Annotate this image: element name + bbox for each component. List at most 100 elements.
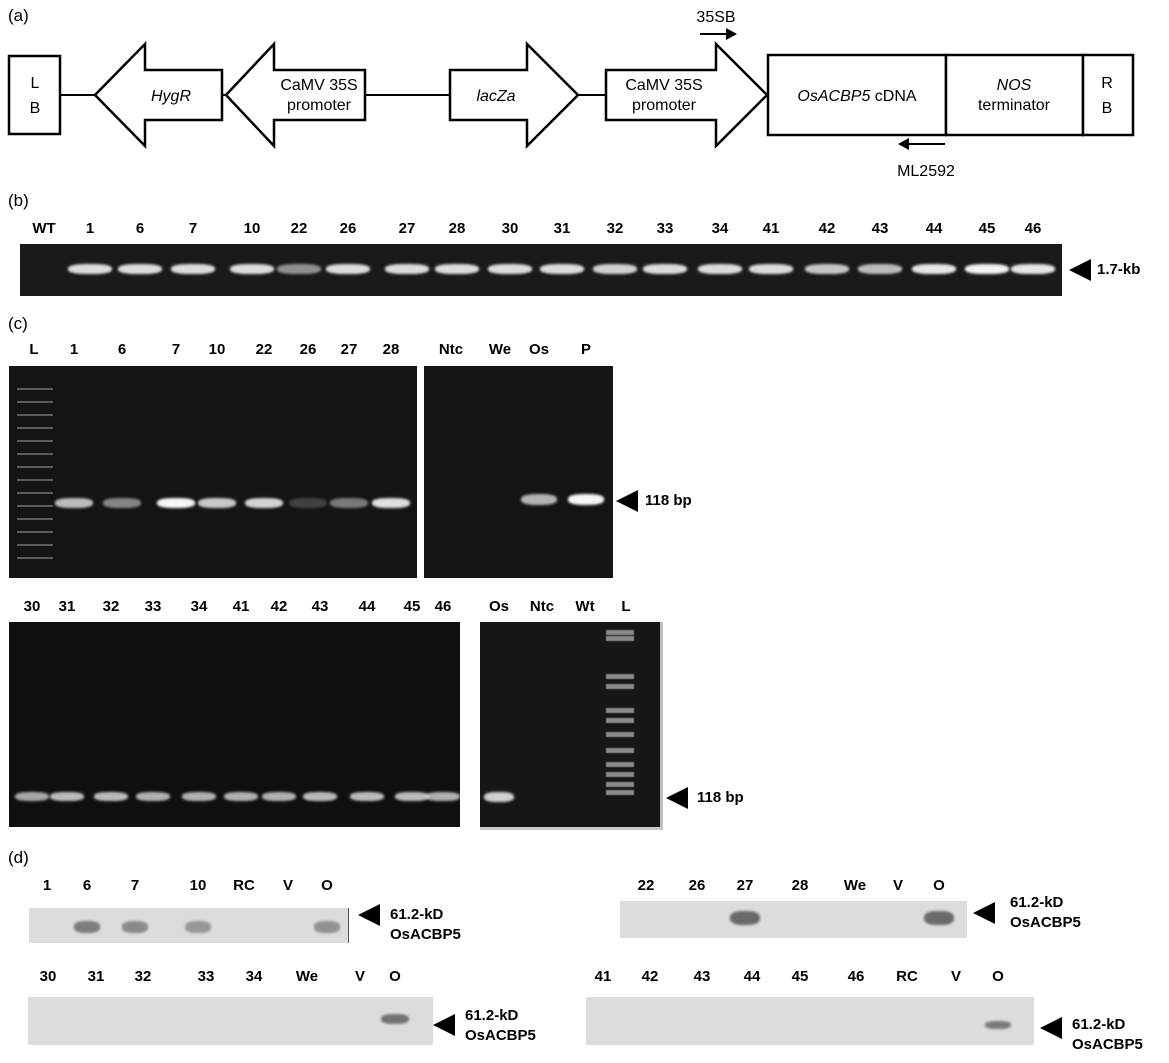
camv-left-text-1: CaMV 35S: [280, 77, 357, 94]
band-d1-6: [314, 921, 340, 933]
lane-label-d3-0: 30: [39, 968, 57, 985]
gel-panel-c1: [9, 366, 417, 578]
hygr-arrow: [93, 40, 224, 150]
band-b-6: [326, 264, 370, 274]
lane-label-c2-0: Ntc: [438, 341, 464, 358]
ladder-band-c1-8: [17, 492, 53, 494]
lane-label-b-18: 45: [978, 220, 996, 237]
marker-arrow-b: [1069, 259, 1091, 281]
lane-label-d4-5: 46: [847, 968, 865, 985]
band-c3-3: [136, 792, 170, 801]
lane-label-b-9: 30: [501, 220, 519, 237]
western-blot-d1: [29, 908, 349, 943]
lane-label-c3-0: 30: [23, 598, 41, 615]
band-c2-2: [521, 494, 557, 505]
panel-c-label: (c): [8, 314, 28, 333]
band-b-12: [643, 264, 687, 274]
lane-label-d2-5: V: [892, 877, 904, 894]
lane-label-d3-3: 33: [197, 968, 215, 985]
vector-construct-diagram: L B HygR CaMV 35S promoter lacZa CaMV 35…: [7, 9, 1135, 180]
ladder-band-c1-5: [17, 453, 53, 455]
band-c3-5: [224, 792, 258, 801]
band-c3-7: [303, 792, 337, 801]
lacza-text: lacZa: [476, 88, 515, 105]
gel-panel-c3: [9, 622, 460, 827]
marker-arrow-d4: [1040, 1017, 1062, 1039]
ladder-band-c1-0: [17, 388, 53, 390]
ladder-band-c1-9: [17, 505, 53, 507]
lane-label-d4-1: 42: [641, 968, 659, 985]
lane-label-c1-6: 26: [299, 341, 317, 358]
lane-label-c2-3: P: [580, 341, 592, 358]
lane-label-d1-5: V: [282, 877, 294, 894]
lane-label-c3-1: 31: [58, 598, 76, 615]
lane-label-d2-4: We: [843, 877, 867, 894]
lb-box: [7, 54, 62, 136]
band-c3-0: [15, 792, 49, 801]
lacza-arrow: [448, 40, 580, 150]
camv-right-arrow: [604, 40, 769, 150]
ladder-band-c4-8: [606, 762, 634, 767]
camv-left-text-2: promoter: [287, 97, 352, 114]
lane-label-c3-6: 42: [270, 598, 288, 615]
ladder-band-c4-4: [606, 708, 634, 713]
lane-label-b-17: 44: [925, 220, 943, 237]
ladder-band-c1-1: [17, 401, 53, 403]
lane-label-d3-2: 32: [134, 968, 152, 985]
lane-label-d4-7: V: [950, 968, 962, 985]
lane-label-b-13: 34: [711, 220, 729, 237]
lane-label-c3-4: 34: [190, 598, 208, 615]
band-d2-6: [924, 911, 954, 925]
lane-label-b-2: 6: [135, 220, 145, 237]
ladder-band-c1-3: [17, 427, 53, 429]
band-c3-10: [426, 792, 460, 801]
lane-label-d1-6: O: [321, 877, 333, 894]
lane-label-c1-5: 22: [255, 341, 273, 358]
band-d1-3: [185, 921, 211, 933]
ladder-band-c4-1: [606, 636, 634, 641]
camv-left-arrow: [224, 40, 367, 150]
band-c2-3: [568, 494, 604, 505]
band-b-8: [435, 264, 479, 274]
nos-text: NOS: [997, 77, 1032, 94]
lane-label-b-1: 1: [85, 220, 95, 237]
lane-label-d4-4: 45: [791, 968, 809, 985]
lane-label-c1-2: 6: [117, 341, 127, 358]
band-b-2: [118, 264, 162, 274]
band-c3-1: [50, 792, 84, 801]
marker-arrow-d1: [358, 904, 380, 926]
band-b-15: [805, 264, 849, 274]
band-d1-2: [122, 921, 148, 933]
band-b-7: [385, 264, 429, 274]
ladder-band-c4-9: [606, 772, 634, 777]
band-b-19: [1011, 264, 1055, 274]
primer-reverse-arrow: [898, 138, 945, 150]
lane-label-d4-0: 41: [594, 968, 612, 985]
gel-panel-b: [20, 244, 1062, 296]
lane-label-c1-7: 27: [340, 341, 358, 358]
band-c1-5: [245, 498, 283, 508]
primer-reverse-label: ML2592: [897, 163, 955, 180]
ladder-band-c4-5: [606, 718, 634, 723]
lane-label-d2-2: 27: [736, 877, 754, 894]
lane-label-d4-2: 43: [693, 968, 711, 985]
primer-forward-label: 35SB: [696, 9, 735, 26]
lane-label-c3-8: 44: [358, 598, 376, 615]
ladder-band-c1-7: [17, 479, 53, 481]
band-d4-8: [985, 1021, 1011, 1029]
terminator-text: terminator: [978, 97, 1051, 114]
lane-label-b-12: 33: [656, 220, 674, 237]
lane-label-c4-1: Ntc: [529, 598, 555, 615]
western-blot-d3: [28, 997, 433, 1045]
camv-right-text-2: promoter: [632, 97, 697, 114]
gel-panel-c4: [480, 622, 663, 830]
marker-arrow-c-top: [616, 490, 638, 512]
lane-label-c3-10: 46: [434, 598, 452, 615]
band-c1-8: [372, 498, 410, 508]
band-c4-0: [484, 792, 514, 802]
camv-right-text-1: CaMV 35S: [625, 77, 702, 94]
rb-text-1: R: [1101, 75, 1113, 92]
lane-label-d4-6: RC: [896, 968, 918, 985]
lane-label-d1-0: 1: [42, 877, 52, 894]
